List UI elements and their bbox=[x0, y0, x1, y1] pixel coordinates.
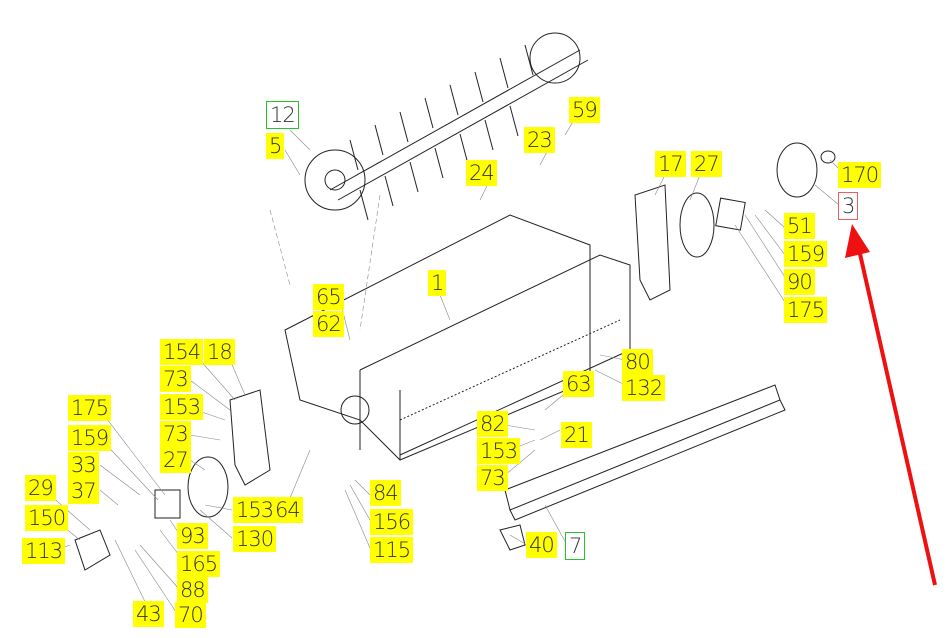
callout-label-65[interactable]: 65 bbox=[313, 284, 344, 310]
callout-label-43[interactable]: 43 bbox=[133, 601, 164, 627]
callout-label-159[interactable]: 159 bbox=[784, 241, 828, 267]
callout-label-153[interactable]: 153 bbox=[233, 497, 277, 523]
callout-label-37[interactable]: 37 bbox=[68, 478, 99, 504]
callout-label-27[interactable]: 27 bbox=[691, 151, 722, 177]
callout-label-90[interactable]: 90 bbox=[784, 269, 815, 295]
callout-label-175[interactable]: 175 bbox=[68, 395, 112, 421]
callout-label-27[interactable]: 27 bbox=[160, 447, 191, 473]
callout-label-154[interactable]: 154 bbox=[160, 339, 204, 365]
callout-label-3[interactable]: 3 bbox=[838, 192, 859, 220]
callout-label-5[interactable]: 5 bbox=[266, 133, 285, 159]
callout-label-33[interactable]: 33 bbox=[68, 452, 99, 478]
side-plates bbox=[74, 142, 836, 571]
callout-label-73[interactable]: 73 bbox=[160, 421, 191, 447]
callout-label-1[interactable]: 1 bbox=[428, 270, 447, 296]
callout-label-165[interactable]: 165 bbox=[177, 551, 221, 577]
callout-label-64[interactable]: 64 bbox=[272, 497, 303, 523]
leader-lines bbox=[49, 109, 846, 616]
callout-label-115[interactable]: 115 bbox=[370, 537, 414, 563]
callout-label-170[interactable]: 170 bbox=[838, 162, 882, 188]
callout-label-12[interactable]: 12 bbox=[266, 101, 299, 129]
callout-label-150[interactable]: 150 bbox=[25, 505, 69, 531]
callout-label-29[interactable]: 29 bbox=[25, 475, 56, 501]
callout-label-80[interactable]: 80 bbox=[622, 349, 653, 375]
rotor-assembly bbox=[304, 32, 589, 221]
callout-label-113[interactable]: 113 bbox=[22, 538, 66, 564]
sieve-bar bbox=[499, 384, 786, 551]
callout-label-73[interactable]: 73 bbox=[160, 366, 191, 392]
callout-label-62[interactable]: 62 bbox=[313, 311, 344, 337]
callout-label-23[interactable]: 23 bbox=[524, 127, 555, 153]
callout-label-159[interactable]: 159 bbox=[68, 425, 112, 451]
callout-label-175[interactable]: 175 bbox=[784, 297, 828, 323]
callout-label-7[interactable]: 7 bbox=[565, 532, 586, 560]
callout-label-21[interactable]: 21 bbox=[561, 422, 592, 448]
callout-label-51[interactable]: 51 bbox=[784, 213, 815, 239]
callout-label-17[interactable]: 17 bbox=[655, 151, 686, 177]
callout-label-70[interactable]: 70 bbox=[175, 602, 206, 628]
callout-label-130[interactable]: 130 bbox=[233, 526, 277, 552]
callout-label-153[interactable]: 153 bbox=[477, 438, 521, 464]
callout-label-59[interactable]: 59 bbox=[569, 97, 600, 123]
callout-label-93[interactable]: 93 bbox=[177, 523, 208, 549]
callout-label-40[interactable]: 40 bbox=[526, 532, 557, 558]
callout-label-153[interactable]: 153 bbox=[160, 394, 204, 420]
callout-label-156[interactable]: 156 bbox=[370, 509, 414, 535]
callout-label-73[interactable]: 73 bbox=[477, 465, 508, 491]
callout-label-18[interactable]: 18 bbox=[204, 339, 235, 365]
callout-label-63[interactable]: 63 bbox=[563, 371, 594, 397]
callout-label-84[interactable]: 84 bbox=[370, 480, 401, 506]
callout-label-24[interactable]: 24 bbox=[466, 160, 497, 186]
callout-label-82[interactable]: 82 bbox=[477, 411, 508, 437]
red-arrow bbox=[845, 224, 937, 586]
callout-label-132[interactable]: 132 bbox=[622, 375, 666, 401]
callout-label-88[interactable]: 88 bbox=[177, 577, 208, 603]
